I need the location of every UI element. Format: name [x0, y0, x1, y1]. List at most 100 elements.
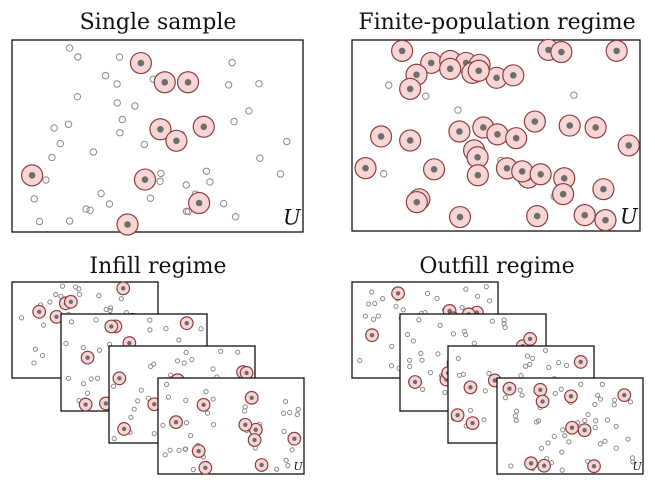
population-unit: [283, 457, 289, 463]
sampled-unit-center: [200, 123, 208, 131]
population-unit: [281, 410, 287, 416]
population-unit: [162, 452, 168, 458]
population-unit: [68, 319, 75, 325]
population-unit: [489, 318, 495, 324]
sampled-unit-center: [531, 118, 539, 125]
population-unit: [206, 178, 214, 186]
sampled-unit-center: [509, 72, 517, 79]
population-unit: [74, 53, 82, 61]
sampled-unit-center: [249, 395, 254, 401]
population-unit: [369, 289, 375, 295]
population-unit: [593, 418, 599, 424]
population-unit: [182, 181, 190, 189]
population-unit: [41, 322, 47, 328]
sampled-unit-center: [406, 137, 414, 144]
population-unit: [47, 299, 53, 305]
sampled-unit-center: [36, 309, 42, 315]
population-unit: [416, 317, 422, 323]
population-unit: [295, 406, 301, 412]
population-unit: [454, 106, 462, 114]
sampled-unit-center: [137, 59, 145, 67]
population-unit: [406, 357, 413, 363]
population-unit: [389, 343, 395, 349]
population-unit: [467, 407, 474, 413]
population-unit: [107, 305, 114, 311]
population-unit: [210, 366, 216, 372]
population-unit: [538, 445, 545, 451]
population-unit: [486, 298, 493, 304]
population-unit: [97, 189, 105, 198]
sampled-unit-center: [413, 198, 421, 206]
population-unit: [418, 350, 424, 356]
sampled-unit-center: [541, 463, 547, 468]
population-unit: [174, 358, 181, 364]
population-unit: [101, 71, 110, 80]
population-unit: [611, 402, 617, 408]
population-unit: [65, 375, 71, 381]
population-unit: [486, 370, 492, 376]
population-unit: [560, 427, 566, 433]
population-unit: [294, 411, 300, 418]
population-unit: [42, 176, 50, 184]
population-unit: [210, 396, 216, 402]
population-unit: [562, 433, 568, 439]
panel-finite-population: U: [351, 38, 641, 232]
population-unit: [30, 195, 38, 203]
population-unit: [283, 137, 291, 146]
sampled-unit-center: [475, 67, 483, 75]
population-unit: [88, 376, 94, 382]
population-unit: [163, 381, 170, 387]
population-unit: [32, 346, 38, 352]
population-unit: [76, 291, 83, 298]
sampled-unit-center: [157, 125, 164, 133]
population-unit: [81, 381, 87, 387]
population-unit: [556, 359, 562, 366]
population-unit: [400, 307, 406, 313]
sampled-unit-center: [537, 170, 544, 178]
sampled-unit-center: [152, 402, 157, 407]
population-unit: [64, 120, 73, 129]
population-unit: [481, 417, 487, 423]
sampled-unit-center: [184, 320, 189, 326]
population-unit: [59, 283, 66, 289]
population-unit: [148, 363, 154, 370]
population-unit: [118, 115, 127, 124]
population-unit: [48, 153, 56, 162]
population-unit: [182, 207, 191, 216]
population-unit: [287, 409, 293, 416]
population-label: U: [633, 460, 643, 473]
population-unit: [140, 140, 149, 149]
population-unit: [165, 394, 172, 400]
population-unit: [53, 291, 59, 298]
population-unit: [542, 347, 549, 353]
population-unit: [18, 315, 25, 321]
population-unit: [519, 392, 525, 398]
population-unit: [218, 348, 224, 354]
sampled-unit-center: [566, 122, 574, 129]
sampled-unit-center: [121, 426, 127, 432]
population-unit: [558, 386, 564, 392]
population-unit: [115, 53, 124, 61]
sampled-unit-center: [540, 399, 545, 404]
sampled-unit-center: [568, 394, 574, 399]
sampled-unit-center: [512, 134, 520, 142]
sampled-unit-center: [413, 71, 420, 79]
population-unit: [379, 296, 386, 302]
sampled-unit-center: [602, 216, 609, 224]
population-unit: [131, 406, 137, 412]
sampled-unit-center: [406, 85, 414, 93]
population-unit: [146, 194, 155, 202]
sampled-unit-center: [253, 427, 259, 432]
population-unit: [461, 328, 467, 335]
population-unit: [442, 389, 448, 396]
sampled-unit-center: [173, 419, 179, 425]
population-unit: [420, 386, 426, 393]
population-unit: [198, 326, 204, 332]
population-unit: [407, 363, 413, 370]
population-unit: [167, 447, 173, 453]
population-unit: [111, 436, 117, 442]
sampled-unit-center: [446, 65, 454, 73]
panel-title-outfill: Outfill regime: [419, 254, 575, 279]
population-unit: [183, 397, 189, 403]
population-unit: [629, 455, 636, 461]
